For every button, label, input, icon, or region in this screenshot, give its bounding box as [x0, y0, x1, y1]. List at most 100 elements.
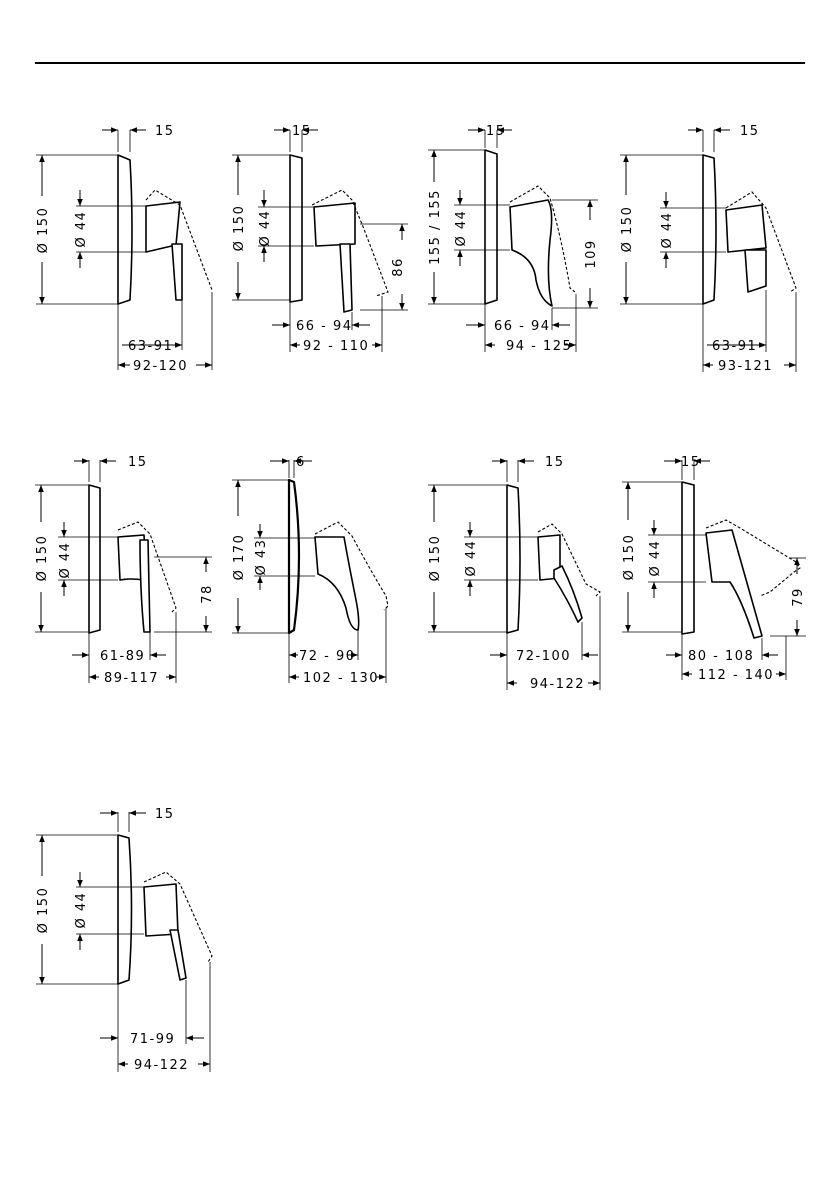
valve-body — [314, 203, 355, 246]
valve-body — [144, 884, 178, 936]
label-plate-height: Ø 150 — [232, 205, 247, 252]
label-plate-height: Ø 150 — [620, 206, 635, 253]
cover-plate — [485, 150, 497, 304]
dim-body-height: Ø 44 — [454, 190, 510, 266]
dim-lever-drop: 109 — [552, 200, 599, 308]
label-depth-near: 61-89 — [100, 649, 145, 664]
label-body-height: Ø 44 — [648, 540, 663, 577]
label-body-height: Ø 44 — [454, 210, 469, 247]
label-depth-near: 72-100 — [516, 649, 571, 664]
label-cover-depth: 15 — [681, 455, 701, 470]
dim-cover-depth: 15 — [100, 807, 175, 832]
drawing-3: 15 155 / 155 Ø 44 109 — [428, 124, 599, 354]
label-cover-depth: 15 — [486, 124, 506, 139]
valve-body — [726, 205, 766, 252]
label-depth-far: 102 - 130 — [303, 671, 379, 686]
lever — [340, 244, 352, 312]
cover-plate — [507, 485, 520, 633]
lever — [172, 244, 182, 300]
drawing-5: 15 Ø 150 Ø 44 78 — [35, 455, 215, 686]
label-depth-far: 89-117 — [104, 671, 159, 686]
dim-body-height: Ø 44 — [464, 522, 538, 596]
dim-cover-depth: 15 — [74, 455, 148, 482]
lever — [745, 250, 766, 292]
dim-depth: 72 - 90 102 - 130 — [289, 608, 386, 686]
label-lever-drop: 86 — [391, 257, 406, 277]
lever — [140, 540, 150, 632]
label-depth-far: 94-122 — [134, 1058, 189, 1073]
cover-plate — [89, 485, 100, 633]
label-body-height: Ø 44 — [660, 212, 675, 249]
label-body-height: Ø 44 — [74, 211, 89, 248]
cover-plate — [118, 835, 132, 984]
label-cover-depth: 15 — [292, 124, 312, 139]
label-plate-height: Ø 150 — [622, 534, 637, 581]
label-lever-drop: 109 — [584, 239, 599, 268]
label-depth-far: 94 - 125 — [506, 339, 572, 354]
label-body-height: Ø 44 — [258, 210, 273, 247]
dim-depth: 66 - 94 92 - 110 — [272, 296, 382, 354]
label-cover-depth: 15 — [545, 455, 565, 470]
dim-cover-depth: 15 — [468, 124, 512, 148]
cover-plate — [703, 155, 716, 304]
label-depth-near: 63-91 — [712, 339, 757, 354]
drawing-9: 15 Ø 150 Ø 44 71-99 94-122 — [36, 807, 212, 1073]
label-depth-far: 92-120 — [133, 359, 188, 374]
dim-lever-drop: 79 — [770, 558, 806, 636]
cover-plate — [682, 482, 694, 634]
label-plate-height: 155 / 155 — [428, 189, 443, 265]
label-plate-height: Ø 170 — [232, 534, 247, 581]
dim-body-height: Ø 44 — [258, 190, 314, 262]
drawing-4: 15 Ø 150 Ø 44 63-91 93-121 — [620, 124, 796, 374]
label-body-height: Ø 44 — [74, 892, 89, 929]
label-depth-near: 72 - 90 — [299, 649, 356, 664]
label-cover-depth: 15 — [740, 124, 760, 139]
label-depth-near: 71-99 — [130, 1032, 175, 1047]
dim-depth: 80 - 108 112 - 140 — [666, 634, 786, 683]
cover-plate — [290, 155, 302, 302]
drawing-2: 15 Ø 150 Ø 44 86 — [232, 124, 408, 354]
dim-body-height: Ø 43 — [254, 524, 315, 590]
label-depth-near: 66 - 94 — [494, 319, 551, 334]
label-plate-height: Ø 150 — [36, 207, 51, 254]
dim-depth: 63-91 92-120 — [118, 292, 212, 374]
lever — [554, 566, 582, 622]
label-body-height: Ø 44 — [58, 542, 73, 579]
dim-body-height: Ø 44 — [74, 190, 146, 268]
label-depth-near: 63-91 — [128, 339, 173, 354]
valve-body — [706, 530, 762, 638]
dim-depth: 61-89 89-117 — [72, 612, 176, 686]
label-depth-near: 66 - 94 — [296, 319, 353, 334]
dim-depth: 71-99 94-122 — [100, 962, 210, 1073]
label-depth-far: 92 - 110 — [303, 339, 369, 354]
label-depth-far: 93-121 — [718, 359, 773, 374]
dim-depth: 66 - 94 94 - 125 — [466, 294, 576, 354]
dim-cover-depth: 15 — [688, 124, 760, 152]
drawing-7: 15 Ø 150 Ø 44 72-100 94-122 — [428, 455, 600, 692]
label-depth-far: 112 - 140 — [698, 668, 774, 683]
label-lever-drop: 78 — [200, 584, 215, 604]
label-plate-height: Ø 150 — [428, 535, 443, 582]
dim-cover-depth: 15 — [492, 455, 565, 482]
valve-body — [315, 537, 359, 630]
cover-plate — [289, 480, 299, 633]
cover-plate — [118, 155, 132, 304]
lever — [170, 930, 186, 980]
dim-depth: 63-91 93-121 — [703, 290, 796, 374]
label-depth-far: 94-122 — [530, 677, 585, 692]
dim-cover-depth: 6 — [270, 455, 312, 478]
drawing-8: 15 Ø 150 Ø 44 79 — [622, 455, 806, 683]
label-cover-depth: 15 — [155, 807, 175, 822]
dim-lever-drop: 78 — [154, 557, 215, 632]
label-cover-depth: 15 — [155, 124, 175, 139]
dim-body-height: Ø 44 — [648, 520, 706, 598]
dim-body-height: Ø 44 — [74, 872, 144, 950]
dim-cover-depth: 15 — [102, 124, 175, 152]
label-body-height: Ø 44 — [464, 540, 479, 577]
dim-cover-depth: 15 — [664, 455, 710, 480]
label-cover-depth: 15 — [128, 455, 148, 470]
dim-body-height: Ø 44 — [58, 522, 118, 596]
label-depth-near: 80 - 108 — [688, 649, 754, 664]
valve-body — [510, 200, 552, 306]
